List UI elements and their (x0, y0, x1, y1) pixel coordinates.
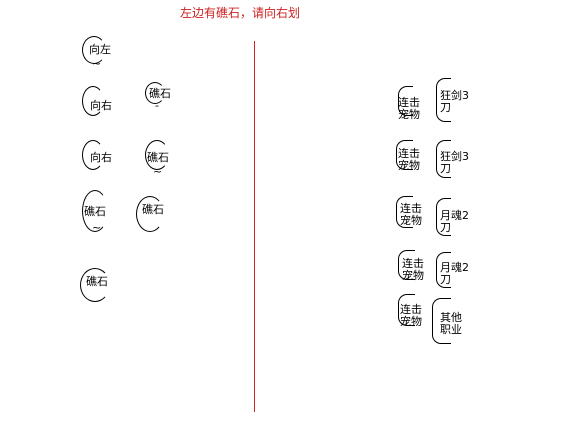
combo-pet-label: 连击 宠物 (398, 97, 420, 121)
mark-sub: - (155, 99, 159, 112)
blade-label: 月魂2 刀 (440, 262, 469, 286)
combo-pet-bracket (396, 196, 413, 228)
label-line-2: 职业 (440, 323, 462, 336)
combo-pet-bracket (398, 294, 415, 326)
label-line-1: 狂剑3 (440, 89, 469, 102)
mark-text: 礁石 (84, 205, 106, 218)
mark-sub: ~ (153, 165, 163, 178)
label-line-2: 宠物 (398, 159, 420, 172)
blade-label: 狂剑3 刀 (440, 151, 469, 175)
mark-arc (82, 190, 108, 232)
label-line-1: 连击 (400, 303, 422, 316)
label-line-1: 狂剑3 (440, 150, 469, 163)
mark-text: 礁石 (86, 275, 108, 288)
blade-label: 狂剑3 刀 (440, 90, 469, 114)
mark-arc (82, 140, 104, 170)
page-title: 左边有礁石，请向右划 (180, 6, 301, 20)
label-line-1: 连击 (398, 96, 420, 109)
combo-pet-label: 连击 宠物 (400, 304, 422, 328)
label-line-2: 刀 (440, 221, 451, 234)
label-line-2: 刀 (440, 162, 451, 175)
center-divider-line (254, 41, 255, 412)
blade-bracket (436, 140, 451, 178)
other-class-label: 其他 职业 (440, 312, 462, 336)
label-line-2: 宠物 (402, 269, 424, 282)
label-line-1: 其他 (440, 311, 462, 324)
mark-text: 向左 (89, 43, 111, 56)
mark-arc (82, 86, 104, 116)
mark-text: 礁石 (142, 203, 164, 216)
mark-text: 向右 (90, 99, 112, 112)
blade-bracket (436, 252, 451, 288)
mark-arc (136, 196, 164, 232)
label-line-2: 宠物 (400, 214, 422, 227)
combo-pet-bracket (398, 250, 415, 280)
mark-text: 向右 (90, 151, 112, 164)
label-line-2: 宠物 (400, 315, 422, 328)
combo-pet-label: 连击 宠物 (398, 148, 420, 172)
mark-arc (145, 82, 165, 104)
mark-arc (82, 36, 106, 64)
combo-pet-bracket (398, 86, 413, 116)
mark-sub: ~ (92, 221, 102, 234)
label-line-2: 刀 (440, 273, 451, 286)
label-line-1: 连击 (398, 147, 420, 160)
combo-pet-label: 连击 宠物 (400, 203, 422, 227)
mark-text: 礁石 (149, 87, 171, 100)
label-line-2: 刀 (440, 101, 451, 114)
mark-tilde: ~ (92, 57, 102, 70)
mark-text: 礁石 (147, 151, 169, 164)
blade-label: 月魂2 刀 (440, 210, 469, 234)
combo-pet-label: 连击 宠物 (402, 258, 424, 282)
label-line-1: 连击 (402, 257, 424, 270)
label-line-2: 宠物 (398, 108, 420, 121)
other-class-bracket (432, 298, 451, 344)
blade-bracket (436, 198, 451, 236)
label-line-1: 月魂2 (440, 261, 469, 274)
label-line-1: 月魂2 (440, 209, 469, 222)
combo-pet-bracket (396, 140, 413, 170)
label-line-1: 连击 (400, 202, 422, 215)
mark-arc (80, 268, 110, 302)
mark-arc (145, 140, 169, 170)
blade-bracket (436, 78, 451, 122)
